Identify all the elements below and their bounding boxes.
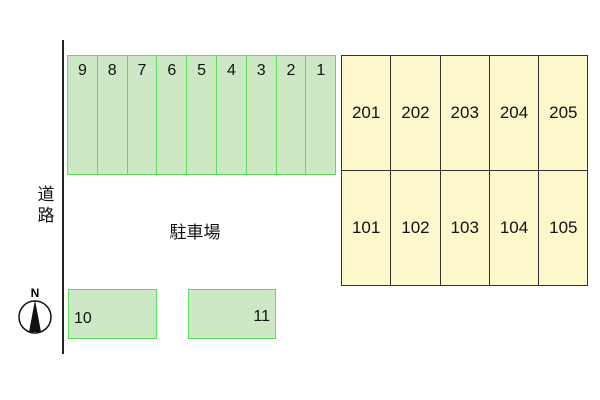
parking-slot-1[interactable]: 1 xyxy=(305,55,337,175)
parking-slot-3[interactable]: 3 xyxy=(245,55,277,175)
unit-102[interactable]: 102 xyxy=(390,170,441,286)
parking-slot-7[interactable]: 7 xyxy=(126,55,158,175)
parking-slot-9[interactable]: 9 xyxy=(67,55,98,175)
parking-slot-11[interactable]: 11 xyxy=(188,289,276,339)
slot-number: 3 xyxy=(256,62,266,79)
parking-slot-6[interactable]: 6 xyxy=(156,55,188,175)
unit-104[interactable]: 104 xyxy=(488,170,540,286)
unit-205[interactable]: 205 xyxy=(538,55,589,171)
slot-number: 9 xyxy=(77,62,87,79)
slot-number: 1 xyxy=(316,62,326,79)
slot-number: 8 xyxy=(107,62,117,79)
parking-slot-5[interactable]: 5 xyxy=(186,55,217,175)
unit-105[interactable]: 105 xyxy=(538,170,589,286)
slot-number: 6 xyxy=(167,62,177,79)
unit-201[interactable]: 201 xyxy=(341,55,392,171)
unit-203[interactable]: 203 xyxy=(439,55,490,171)
unit-103[interactable]: 103 xyxy=(439,170,490,286)
unit-202[interactable]: 202 xyxy=(390,55,441,171)
slot-number: 5 xyxy=(197,62,207,79)
slot-number: 7 xyxy=(137,62,147,79)
north-compass-icon: N xyxy=(18,286,52,334)
road-line xyxy=(62,40,64,354)
slot-number: 2 xyxy=(286,62,296,79)
parking-lot-label: 駐車場 xyxy=(169,223,221,242)
compass-label: N xyxy=(31,286,40,300)
parking-slot-10[interactable]: 10 xyxy=(68,289,157,339)
slot-number: 4 xyxy=(226,62,236,79)
parking-slot-8[interactable]: 8 xyxy=(96,55,128,175)
unit-204[interactable]: 204 xyxy=(488,55,540,171)
road-label: 道路 xyxy=(37,185,55,225)
slot-number: 11 xyxy=(253,308,270,325)
parking-slot-4[interactable]: 4 xyxy=(216,55,247,175)
unit-101[interactable]: 101 xyxy=(341,170,392,286)
parking-slot-2[interactable]: 2 xyxy=(275,55,307,175)
slot-number: 10 xyxy=(74,310,92,327)
